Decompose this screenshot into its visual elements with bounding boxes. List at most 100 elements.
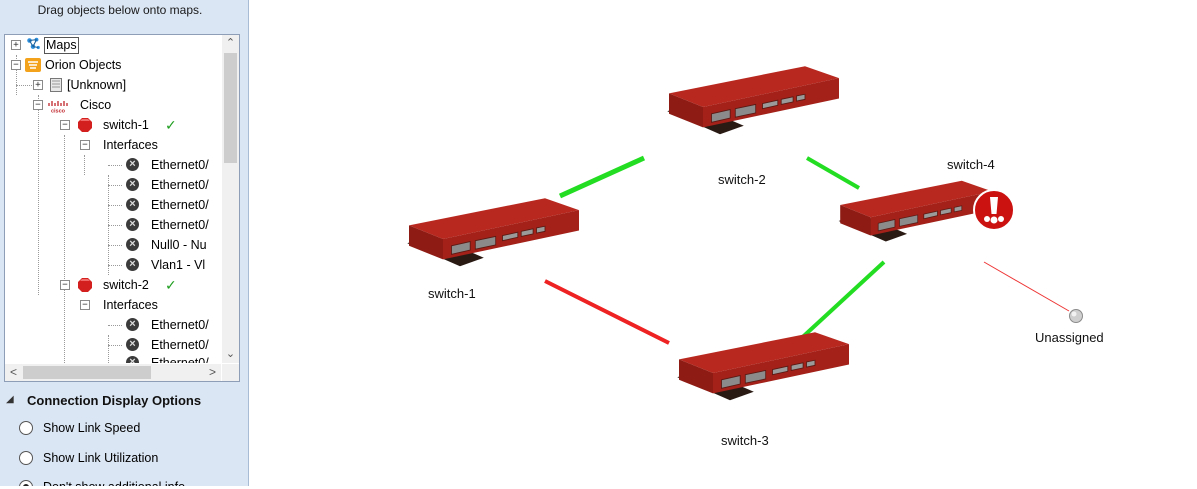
cisco-logo-text: cisco (51, 109, 66, 114)
interface-icon: × (126, 158, 139, 171)
tree-item-interface[interactable]: × Vlan1 - Vl (5, 255, 221, 275)
tree-label: Ethernet0/ (151, 338, 209, 352)
switch-2-node[interactable] (666, 65, 840, 135)
collapse-icon[interactable]: − (80, 300, 90, 310)
vertical-scrollbar[interactable]: ⌃ ⌄ (222, 35, 239, 363)
tree-item-switch-1[interactable]: − switch-1 ✓ (5, 115, 221, 135)
tree-item-interface[interactable]: × Ethernet0/ (5, 315, 221, 335)
tree-item-orion-objects[interactable]: − Orion Objects (5, 55, 221, 75)
tree-guide (108, 345, 122, 346)
tree-label: Ethernet0/ (151, 218, 209, 232)
switch-2-label: switch-2 (718, 172, 766, 187)
interface-icon: × (126, 338, 139, 351)
panel-header: Drag objects below onto maps. (37, 3, 203, 17)
tree-item-interfaces[interactable]: − Interfaces (5, 135, 221, 155)
tree-item-interface[interactable]: × Ethernet0/ (5, 155, 221, 175)
unassigned-node-highlight (1071, 311, 1077, 317)
tree-item-cisco[interactable]: − cisco Cisco (5, 95, 221, 115)
tree-guide (108, 245, 122, 246)
tree-item-switch-2[interactable]: − switch-2 ✓ (5, 275, 221, 295)
tree-item-unknown[interactable]: + [Unknown] (5, 75, 221, 95)
switch-1-label: switch-1 (428, 286, 476, 301)
switch-3-label: switch-3 (721, 433, 769, 448)
scroll-left-icon[interactable]: < (9, 365, 17, 379)
horizontal-scrollbar[interactable]: < > (5, 364, 221, 381)
interface-icon: × (126, 178, 139, 191)
option-label: Don't show additional info (43, 478, 185, 486)
interface-icon: × (126, 218, 139, 231)
network-map[interactable]: switch-1 switch-2 switch-3 switch-4 Unas… (249, 0, 1197, 486)
collapse-icon[interactable]: − (33, 100, 43, 110)
scroll-up-icon[interactable]: ⌃ (225, 37, 236, 49)
interface-icon: × (126, 198, 139, 211)
scroll-corner (222, 364, 239, 381)
tree-guide (84, 155, 85, 175)
check-icon: ✓ (165, 277, 177, 293)
tree-item-interface[interactable]: × Ethernet0/ (5, 353, 221, 363)
radio-button[interactable] (19, 480, 33, 486)
tree-guide (16, 85, 32, 86)
tree-rows: + Maps − Orion Objects + (5, 35, 221, 363)
collapse-icon[interactable]: − (60, 120, 70, 130)
tree-label: switch-2 (103, 278, 149, 292)
device-status-icon (78, 118, 92, 132)
collapse-icon[interactable]: − (60, 280, 70, 290)
tree-guide (64, 135, 65, 363)
switch-4-label: switch-4 (947, 157, 995, 172)
object-panel: Drag objects below onto maps. + Maps (0, 0, 249, 486)
scroll-right-icon[interactable]: > (208, 365, 216, 379)
map-canvas (406, 65, 1083, 401)
tree-label: Ethernet0/ (151, 198, 209, 212)
tree-label: [Unknown] (67, 78, 127, 92)
interface-icon: × (126, 238, 139, 251)
tree-label: Maps (44, 37, 79, 54)
section-title: Connection Display Options (27, 393, 202, 408)
tree-label: Orion Objects (45, 58, 122, 72)
scroll-down-icon[interactable]: ⌄ (225, 348, 236, 360)
link-switch-1-switch-3[interactable] (544, 279, 670, 345)
link-switch-2-switch-4[interactable] (806, 156, 860, 190)
radio-button[interactable] (19, 451, 33, 465)
tree-label: Ethernet0/ (151, 178, 209, 192)
tree-label: Cisco (80, 98, 112, 112)
tree-label: Ethernet0/ (151, 158, 209, 172)
vertical-scroll-thumb[interactable] (224, 53, 237, 163)
unassigned-label: Unassigned (1035, 330, 1104, 345)
tree-item-interface[interactable]: × Ethernet0/ (5, 175, 221, 195)
option-label: Show Link Utilization (43, 451, 159, 465)
tree-label: Null0 - Nu (151, 238, 207, 252)
object-tree[interactable]: + Maps − Orion Objects + (4, 34, 240, 382)
link-switch-4-unassigned[interactable] (983, 261, 1070, 312)
link-switch-3-switch-4[interactable] (792, 260, 886, 347)
radio-button[interactable] (19, 421, 33, 435)
server-icon (50, 78, 62, 92)
tree-guide (108, 205, 122, 206)
horizontal-scroll-thumb[interactable] (23, 366, 151, 379)
collapse-icon[interactable]: − (11, 60, 21, 70)
check-icon: ✓ (165, 117, 177, 133)
tree-guide (108, 265, 122, 266)
switch-4-node[interactable] (838, 180, 993, 242)
tree-item-maps[interactable]: + Maps (5, 35, 221, 55)
tree-item-interface[interactable]: × Ethernet0/ (5, 215, 221, 235)
tree-label: Vlan1 - Vl (151, 258, 206, 272)
switch-1-node[interactable] (406, 197, 580, 267)
unassigned-node[interactable] (1069, 309, 1083, 323)
expand-icon[interactable]: + (33, 80, 43, 90)
tree-guide (38, 95, 39, 295)
tree-item-interfaces[interactable]: − Interfaces (5, 295, 221, 315)
orion-icon (25, 58, 41, 72)
switch-3-node[interactable] (676, 331, 850, 401)
collapse-section-icon[interactable]: ◢ (6, 394, 14, 405)
tree-guide (108, 185, 122, 186)
tree-item-interface[interactable]: × Null0 - Nu (5, 235, 221, 255)
tree-guide (108, 325, 122, 326)
collapse-icon[interactable]: − (80, 140, 90, 150)
option-label: Show Link Speed (43, 421, 141, 435)
maps-icon (27, 37, 40, 50)
tree-item-interface[interactable]: × Ethernet0/ (5, 335, 221, 355)
link-switch-1-switch-2[interactable] (558, 155, 646, 199)
tree-label: Interfaces (103, 298, 158, 312)
tree-item-interface[interactable]: × Ethernet0/ (5, 195, 221, 215)
expand-icon[interactable]: + (11, 40, 21, 50)
